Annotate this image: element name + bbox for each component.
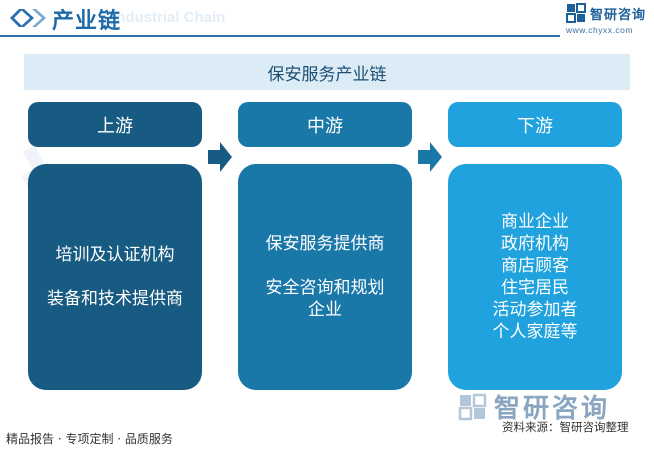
header: Industrial Chain 产业链 智研咨询 www.chyxx.com bbox=[0, 0, 654, 40]
brand-logo-icon bbox=[566, 3, 586, 23]
brand-url: www.chyxx.com bbox=[566, 25, 633, 35]
footer-watermark-text: 智研咨询 bbox=[494, 394, 611, 424]
stage-box-downstream: 商业企业 政府机构 商店顾客 住宅居民 活动参加者 个人家庭等 bbox=[448, 164, 622, 390]
stage-item: 政府机构 bbox=[501, 234, 569, 254]
arrow-right-icon bbox=[418, 142, 442, 172]
double-chevron-icon bbox=[10, 9, 46, 27]
stage-header-upstream: 上游 bbox=[28, 102, 202, 147]
stage-item: 商业企业 bbox=[501, 212, 569, 232]
brand-name: 智研咨询 bbox=[590, 7, 647, 23]
header-divider bbox=[0, 35, 560, 37]
stage-item: 保安服务提供商 bbox=[265, 234, 385, 254]
header-subtitle: Industrial Chain bbox=[112, 9, 226, 26]
stage-item: 个人家庭等 bbox=[492, 322, 578, 342]
stage-item: 活动参加者 bbox=[492, 300, 578, 320]
stage-box-upstream: 培训及认证机构 装备和技术提供商 bbox=[28, 164, 202, 390]
stage-item: 住宅居民 bbox=[501, 278, 569, 298]
stage-item: 安全咨询和规划企业 bbox=[265, 278, 385, 320]
stage-header-downstream: 下游 bbox=[448, 102, 622, 147]
brand-watermark-icon bbox=[458, 393, 487, 420]
stage-box-midstream: 保安服务提供商 安全咨询和规划企业 bbox=[238, 164, 412, 390]
stage-item: 培训及认证机构 bbox=[55, 245, 175, 265]
footer-watermark: 智研咨询 bbox=[458, 388, 610, 425]
chart-title: 保安服务产业链 bbox=[24, 54, 630, 90]
source-note: 资料来源：智研咨询整理 bbox=[502, 420, 629, 434]
page-title: 产业链 bbox=[52, 9, 122, 34]
stage-header-midstream: 中游 bbox=[238, 102, 412, 147]
stage-item: 装备和技术提供商 bbox=[47, 289, 183, 309]
arrow-right-icon bbox=[208, 142, 232, 172]
footer-tagline: 精品报告 · 专项定制 · 品质服务 bbox=[6, 432, 173, 446]
stage-item: 商店顾客 bbox=[501, 256, 569, 276]
brand: 智研咨询 www.chyxx.com bbox=[566, 3, 650, 35]
